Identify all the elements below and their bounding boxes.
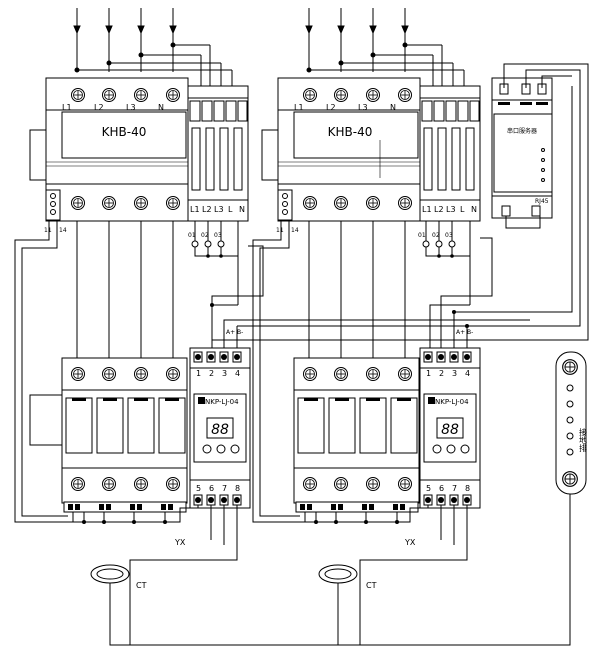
indicators-left: 01 02 03 [188, 221, 239, 305]
ct-label-right: CT [366, 581, 377, 590]
breaker-r-top-l2: L2 [326, 103, 336, 112]
aux-label-14: 14 [59, 227, 67, 234]
indicator-02: 02 [201, 232, 209, 239]
controller-model: NKP-LJ-04 [205, 398, 239, 406]
serial-server: 串口服务器 RJ45 [212, 63, 589, 341]
ctrl-term-5: 5 [196, 484, 201, 493]
ctrl-term-6: 6 [209, 484, 214, 493]
ctrl-r-term-8: 8 [465, 484, 470, 493]
ctrl-r-term-5: 5 [426, 484, 431, 493]
controller-right: 1 2 3 4 NKP-LJ-04 88 5 6 7 8 A+ B- [419, 329, 481, 509]
breaker-top-l3: L3 [126, 103, 136, 112]
ct-label-left: CT [136, 581, 147, 590]
dist-r-term-n: N [471, 205, 477, 214]
wires-left [14, 220, 530, 575]
dist-r-term-l3: L3 [446, 205, 456, 214]
indicator-03: 03 [214, 232, 222, 239]
breaker-r-top-l1: L1 [294, 103, 304, 112]
comm-label-a: A+ [226, 329, 235, 336]
server-name: 串口服务器 [507, 127, 537, 135]
comm-label-b: B- [237, 329, 243, 336]
ctrl-r-term-7: 7 [452, 484, 457, 493]
breaker-right: KHB-40 L1 L2 L3 N 11 14 [261, 77, 421, 234]
controller-model-right: NKP-LJ-04 [435, 398, 469, 406]
breaker-top-n: N [158, 103, 164, 112]
dist-r-term-l: L [460, 205, 465, 214]
contactor-right [293, 357, 420, 513]
ct-left: CT [90, 564, 147, 646]
aux-label-11: 11 [44, 227, 52, 234]
controller-left: 1 2 3 4 NKP-LJ-04 88 5 6 7 8 A+ B- [189, 329, 251, 509]
dist-term-l2: L2 [202, 205, 212, 214]
indicator-01: 01 [188, 232, 196, 239]
wires-right [237, 86, 573, 575]
breaker-top-l1: L1 [62, 103, 72, 112]
ctrl-r-term-6: 6 [439, 484, 444, 493]
incoming-lines-right [305, 8, 465, 86]
aux-r-label-11: 11 [276, 227, 284, 234]
ctrl-r-term-3: 3 [452, 369, 457, 378]
indicator-r-02: 02 [432, 232, 440, 239]
ctrl-r-term-4: 4 [465, 369, 470, 378]
dist-r-term-l2: L2 [434, 205, 444, 214]
ctrl-r-term-1: 1 [426, 369, 431, 378]
incoming-lines [73, 8, 233, 86]
ctrl-term-3: 3 [222, 369, 227, 378]
distribution-module-right: L1 L2 L3 L N [419, 85, 481, 222]
breaker-r-top-n: N [390, 103, 396, 112]
dist-term-n: N [239, 205, 245, 214]
yx-label-left: YX [174, 538, 186, 547]
breaker-top-l2: L2 [94, 103, 104, 112]
comm-r-label-b: B- [467, 329, 473, 336]
ct-right: CT [318, 564, 377, 646]
controller-display-right: 88 [441, 422, 459, 438]
indicators-right: 01 02 03 [418, 221, 471, 305]
breaker-model-right: KHB-40 [328, 125, 373, 139]
ctrl-term-2: 2 [209, 369, 214, 378]
aux-r-label-14: 14 [291, 227, 299, 234]
dist-term-l3: L3 [214, 205, 224, 214]
unit-left: KHB-40 L1 L2 L3 N 11 14 [14, 8, 530, 646]
ctrl-term-4: 4 [235, 369, 240, 378]
ctrl-term-8: 8 [235, 484, 240, 493]
unit-right: KHB-40 L1 L2 L3 N 11 14 [237, 8, 573, 646]
dist-term-l: L [228, 205, 233, 214]
breaker-r-top-l3: L3 [358, 103, 368, 112]
distribution-module-left: L1 L2 L3 L N [187, 85, 249, 222]
ctrl-r-term-2: 2 [439, 369, 444, 378]
ground-bar-label: 接地排 [579, 427, 588, 453]
breaker-model: KHB-40 [102, 125, 147, 139]
yx-label-right: YX [404, 538, 416, 547]
server-port: RJ45 [535, 198, 549, 205]
indicator-r-03: 03 [445, 232, 453, 239]
ground-bar: 接地排 [110, 351, 588, 646]
comm-r-label-a: A+ [456, 329, 465, 336]
dist-term-l1: L1 [190, 205, 200, 214]
ctrl-term-7: 7 [222, 484, 227, 493]
breaker-left: KHB-40 L1 L2 L3 N 11 14 [29, 77, 189, 234]
indicator-r-01: 01 [418, 232, 426, 239]
controller-display: 88 [211, 422, 229, 438]
contactor-left [29, 357, 188, 513]
ctrl-term-1: 1 [196, 369, 201, 378]
dist-r-term-l1: L1 [422, 205, 432, 214]
